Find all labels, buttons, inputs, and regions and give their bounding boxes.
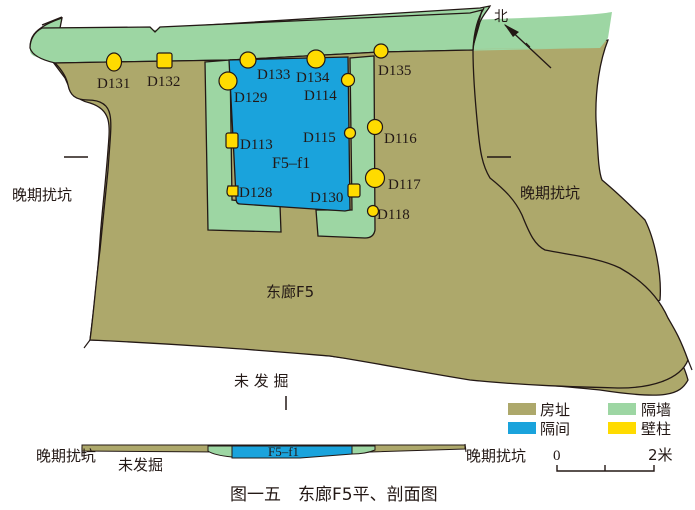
- section-unexcavated-label: 未发掘: [118, 456, 163, 474]
- legend: 房址 隔墙 隔间 壁柱: [508, 401, 671, 438]
- legend-swatch-compartment: [508, 422, 536, 434]
- pillar-d113: [225, 132, 239, 149]
- scale-line: [556, 465, 655, 472]
- pillar-label: D128: [239, 185, 272, 201]
- legend-swatch-wall-pillar: [608, 422, 636, 434]
- north-arrow: 北: [494, 9, 552, 69]
- section-wall-right: [351, 445, 376, 455]
- compartment-f5-f1: [228, 56, 351, 212]
- pillar-d134: [306, 49, 326, 69]
- pillar-label: D131: [97, 76, 130, 92]
- pillar-d131: [105, 52, 123, 72]
- main-site-label: 东廊F5: [266, 283, 314, 301]
- compartment-label: F5–f1: [272, 155, 310, 172]
- pillar-label: D113: [240, 137, 273, 153]
- pillar-d115: [343, 126, 357, 140]
- legend-label: 隔墙: [641, 401, 671, 419]
- pillar-label: D132: [147, 74, 180, 90]
- unexcavated-label: 未 发 掘: [234, 372, 289, 390]
- site-edge-line: [472, 7, 485, 51]
- right-pit-label: 晚期扰坑: [520, 184, 580, 202]
- pillar-label: D130: [310, 190, 343, 206]
- figure-caption: 图一五 东廊F5平、剖面图: [230, 485, 438, 505]
- legend-label: 隔间: [540, 420, 570, 438]
- pillar-label: D115: [303, 130, 336, 146]
- pillar-d132: [156, 52, 173, 69]
- site-corner-tick-right: [687, 359, 693, 371]
- pillar-d133: [239, 51, 257, 69]
- section-wall-left: [207, 445, 233, 458]
- north-label: 北: [494, 9, 508, 25]
- legend-label: 壁柱: [641, 420, 671, 438]
- section-right-edge: [464, 443, 467, 453]
- pillar-label: D116: [384, 131, 417, 147]
- pillar-d116: [366, 118, 384, 136]
- legend-swatch-partition-wall: [608, 403, 636, 415]
- pillar-d135: [373, 43, 389, 59]
- wall-pillars: [105, 43, 389, 218]
- left-pit-label: 晚期扰坑: [12, 186, 72, 204]
- section-compartment-label: F5–f1: [268, 444, 299, 459]
- scale-start-label: 0: [553, 448, 561, 464]
- pillar-d114: [340, 72, 356, 88]
- pillar-label: D129: [234, 90, 267, 106]
- north-arrow-head-icon: [504, 24, 519, 37]
- pillar-d128: [226, 185, 239, 197]
- scale-bar: 0 2米: [553, 446, 673, 472]
- legend-swatch-house-site: [508, 403, 536, 415]
- pillar-d129: [218, 71, 238, 91]
- pillar-d118: [366, 204, 380, 218]
- pillar-label: D133: [257, 67, 290, 83]
- section-right-label: 晚期扰坑: [466, 447, 526, 465]
- pillar-label: D134: [296, 70, 330, 86]
- pillar-d117: [364, 167, 386, 189]
- north-arrow-tick: [525, 42, 531, 48]
- section-compartment: [231, 445, 353, 459]
- pillar-label: D135: [378, 63, 411, 79]
- section-left-label: 晚期扰坑: [36, 447, 96, 465]
- pillar-label: D117: [388, 177, 421, 193]
- scale-end-label: 2米: [648, 446, 673, 464]
- pillar-label: D114: [304, 88, 337, 104]
- legend-label: 房址: [540, 401, 570, 419]
- pillar-label: D118: [377, 207, 410, 223]
- wall-edge-line: [41, 16, 63, 26]
- section-profile: F5–f1 晚期扰坑 晚期扰坑 未发掘: [36, 443, 526, 474]
- site-corner-tick: [83, 339, 91, 349]
- pillar-d130: [347, 183, 361, 198]
